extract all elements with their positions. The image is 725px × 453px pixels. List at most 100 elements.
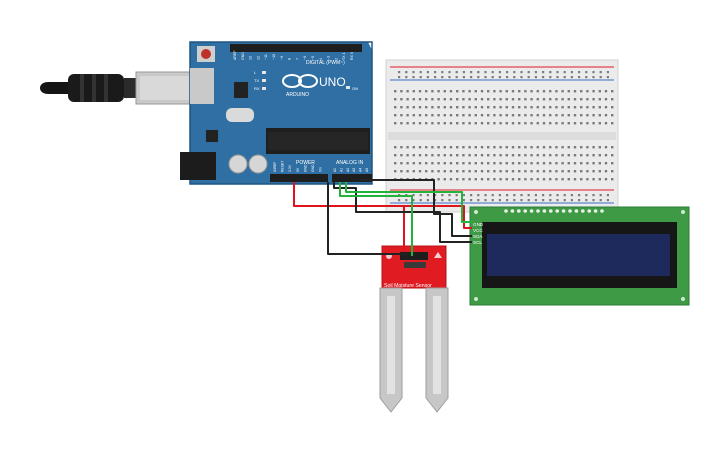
breadboard-rail-hole[interactable] <box>585 194 588 197</box>
breadboard-hole[interactable] <box>499 90 502 93</box>
breadboard-hole[interactable] <box>493 106 496 109</box>
breadboard-hole[interactable] <box>480 154 484 157</box>
breadboard-rail-hole[interactable] <box>578 71 581 74</box>
breadboard-hole[interactable] <box>474 154 477 157</box>
breadboard-hole[interactable] <box>406 146 409 149</box>
breadboard-hole[interactable] <box>573 170 577 173</box>
breadboard-hole[interactable] <box>493 98 496 101</box>
breadboard-hole[interactable] <box>518 98 521 101</box>
breadboard-rail-hole[interactable] <box>426 194 429 197</box>
breadboard-hole[interactable] <box>530 114 533 117</box>
breadboard-rail-hole[interactable] <box>477 71 480 74</box>
breadboard-hole[interactable] <box>449 178 453 181</box>
breadboard-rail-hole[interactable] <box>448 76 451 79</box>
breadboard-hole[interactable] <box>555 162 558 165</box>
breadboard-hole[interactable] <box>542 162 546 165</box>
breadboard-rail-hole[interactable] <box>527 194 530 197</box>
breadboard-rail-hole[interactable] <box>455 194 458 197</box>
breadboard-hole[interactable] <box>611 178 614 181</box>
breadboard-hole[interactable] <box>567 170 570 173</box>
breadboard-hole[interactable] <box>493 122 496 125</box>
breadboard-hole[interactable] <box>480 146 484 149</box>
breadboard-hole[interactable] <box>573 154 577 157</box>
breadboard-rail-hole[interactable] <box>477 199 480 202</box>
breadboard-hole[interactable] <box>604 162 608 165</box>
breadboard-hole[interactable] <box>567 146 570 149</box>
breadboard-hole[interactable] <box>418 114 422 117</box>
breadboard-hole[interactable] <box>431 98 434 101</box>
breadboard-rail-hole[interactable] <box>542 76 545 79</box>
breadboard-hole[interactable] <box>418 122 422 125</box>
breadboard-hole[interactable] <box>586 106 589 109</box>
breadboard-hole[interactable] <box>611 170 614 173</box>
breadboard-hole[interactable] <box>406 170 409 173</box>
breadboard-hole[interactable] <box>443 98 446 101</box>
breadboard-hole[interactable] <box>580 98 583 101</box>
breadboard-hole[interactable] <box>542 178 546 181</box>
breadboard-hole[interactable] <box>505 170 508 173</box>
breadboard-hole[interactable] <box>499 122 502 125</box>
breadboard-rail-hole[interactable] <box>556 71 559 74</box>
breadboard-hole[interactable] <box>511 98 515 101</box>
breadboard-hole[interactable] <box>530 170 533 173</box>
breadboard-hole[interactable] <box>561 146 564 149</box>
breadboard-hole[interactable] <box>524 170 527 173</box>
breadboard-hole[interactable] <box>561 170 564 173</box>
breadboard-rail-hole[interactable] <box>520 71 523 74</box>
breadboard-rail-hole[interactable] <box>419 199 422 202</box>
breadboard-hole[interactable] <box>604 98 608 101</box>
breadboard-hole[interactable] <box>462 106 465 109</box>
breadboard-hole[interactable] <box>480 114 484 117</box>
breadboard-hole[interactable] <box>598 122 601 125</box>
breadboard-hole[interactable] <box>536 146 539 149</box>
breadboard-hole[interactable] <box>598 162 601 165</box>
breadboard-rail-hole[interactable] <box>592 76 595 79</box>
breadboard-hole[interactable] <box>474 170 477 173</box>
breadboard-hole[interactable] <box>394 170 397 173</box>
breadboard-hole[interactable] <box>530 178 533 181</box>
breadboard-hole[interactable] <box>400 154 403 157</box>
breadboard-hole[interactable] <box>573 114 577 117</box>
breadboard-hole[interactable] <box>412 106 415 109</box>
soil-moisture-sensor[interactable]: Soil Moisture Sensor <box>379 245 449 413</box>
breadboard-hole[interactable] <box>493 114 496 117</box>
breadboard-hole[interactable] <box>468 90 471 93</box>
breadboard-rail-hole[interactable] <box>570 194 573 197</box>
breadboard-rail-hole[interactable] <box>491 71 494 74</box>
breadboard-hole[interactable] <box>437 178 440 181</box>
breadboard-hole[interactable] <box>561 90 564 93</box>
breadboard-hole[interactable] <box>555 114 558 117</box>
breadboard-hole[interactable] <box>604 170 608 173</box>
breadboard-hole[interactable] <box>462 98 465 101</box>
breadboard-hole[interactable] <box>505 162 508 165</box>
breadboard-hole[interactable] <box>604 146 608 149</box>
breadboard-hole[interactable] <box>549 178 552 181</box>
breadboard-hole[interactable] <box>425 162 428 165</box>
breadboard-rail-hole[interactable] <box>462 199 465 202</box>
breadboard-hole[interactable] <box>573 178 577 181</box>
lcd-header-pin[interactable] <box>587 209 591 213</box>
breadboard-hole[interactable] <box>443 146 446 149</box>
breadboard-rail-hole[interactable] <box>491 199 494 202</box>
breadboard-hole[interactable] <box>456 170 459 173</box>
breadboard-hole[interactable] <box>573 146 577 149</box>
breadboard-hole[interactable] <box>530 122 533 125</box>
breadboard-rail-hole[interactable] <box>556 194 559 197</box>
breadboard-rail-hole[interactable] <box>434 199 437 202</box>
breadboard-hole[interactable] <box>598 178 601 181</box>
breadboard-rail-hole[interactable] <box>477 76 480 79</box>
breadboard-hole[interactable] <box>536 178 539 181</box>
breadboard-hole[interactable] <box>536 122 539 125</box>
breadboard-hole[interactable] <box>611 122 614 125</box>
breadboard-hole[interactable] <box>567 114 570 117</box>
breadboard-rail-hole[interactable] <box>570 199 573 202</box>
breadboard-hole[interactable] <box>418 154 422 157</box>
breadboard-rail-hole[interactable] <box>599 199 602 202</box>
breadboard-hole[interactable] <box>555 122 558 125</box>
breadboard-hole[interactable] <box>555 146 558 149</box>
breadboard-hole[interactable] <box>542 146 546 149</box>
breadboard-rail-hole[interactable] <box>534 194 537 197</box>
breadboard-hole[interactable] <box>456 114 459 117</box>
breadboard-hole[interactable] <box>443 154 446 157</box>
breadboard-hole[interactable] <box>487 162 490 165</box>
